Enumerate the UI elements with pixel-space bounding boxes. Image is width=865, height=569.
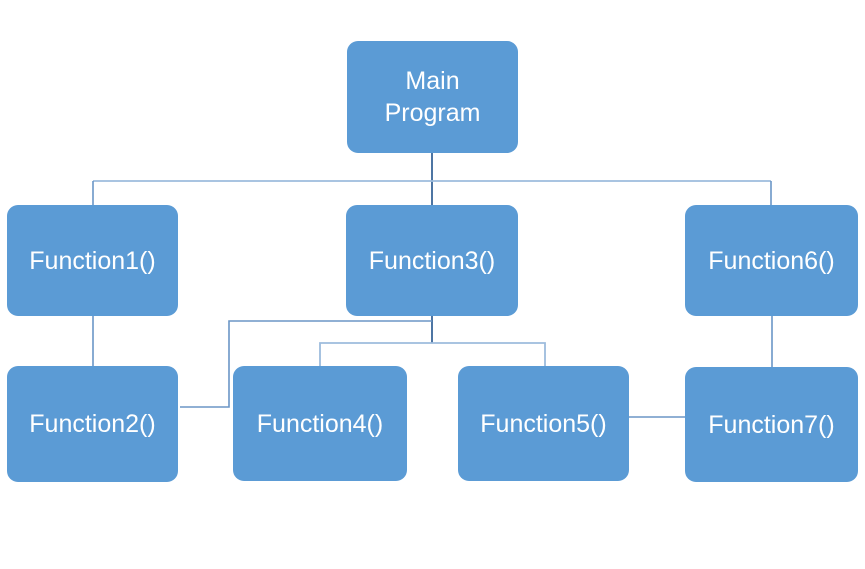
node-function6-label: Function6() [708,246,835,275]
node-function3[interactable]: Function3() [346,205,518,316]
node-function7[interactable]: Function7() [685,367,858,482]
node-function7-label: Function7() [708,410,835,439]
node-function5[interactable]: Function5() [458,366,629,481]
node-function5-label: Function5() [480,409,607,438]
node-main-program[interactable]: Main Program [347,41,518,153]
node-function6[interactable]: Function6() [685,205,858,316]
node-main-program-label: Main Program [384,67,481,127]
connector-function3-bus [319,342,546,366]
node-function3-label: Function3() [368,246,496,275]
node-function1[interactable]: Function1() [7,205,178,316]
connector-function3-to-function2 [180,320,432,408]
node-function1-label: Function1() [29,246,156,275]
node-function4-label: Function4() [256,409,384,438]
node-function4[interactable]: Function4() [233,366,407,481]
node-function2[interactable]: Function2() [7,366,178,482]
node-function2-label: Function2() [29,410,156,438]
